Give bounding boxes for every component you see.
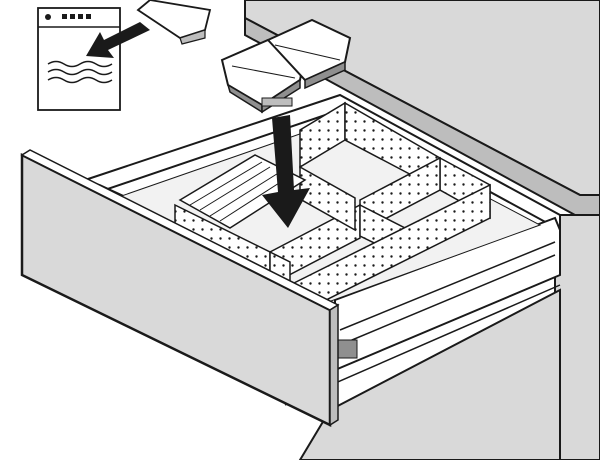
divider-left-short bbox=[299, 165, 356, 232]
cabinet-front-lower bbox=[298, 288, 561, 460]
dishwasher-icon bbox=[37, 7, 121, 111]
cutlery-basket-icon bbox=[220, 18, 352, 114]
small-basket-icon bbox=[136, 0, 212, 45]
cabinet-side bbox=[554, 214, 600, 460]
insert-arrow-icon bbox=[262, 115, 310, 228]
transfer-arrow-icon bbox=[86, 22, 150, 58]
drawer-front-side-edge bbox=[329, 303, 339, 427]
